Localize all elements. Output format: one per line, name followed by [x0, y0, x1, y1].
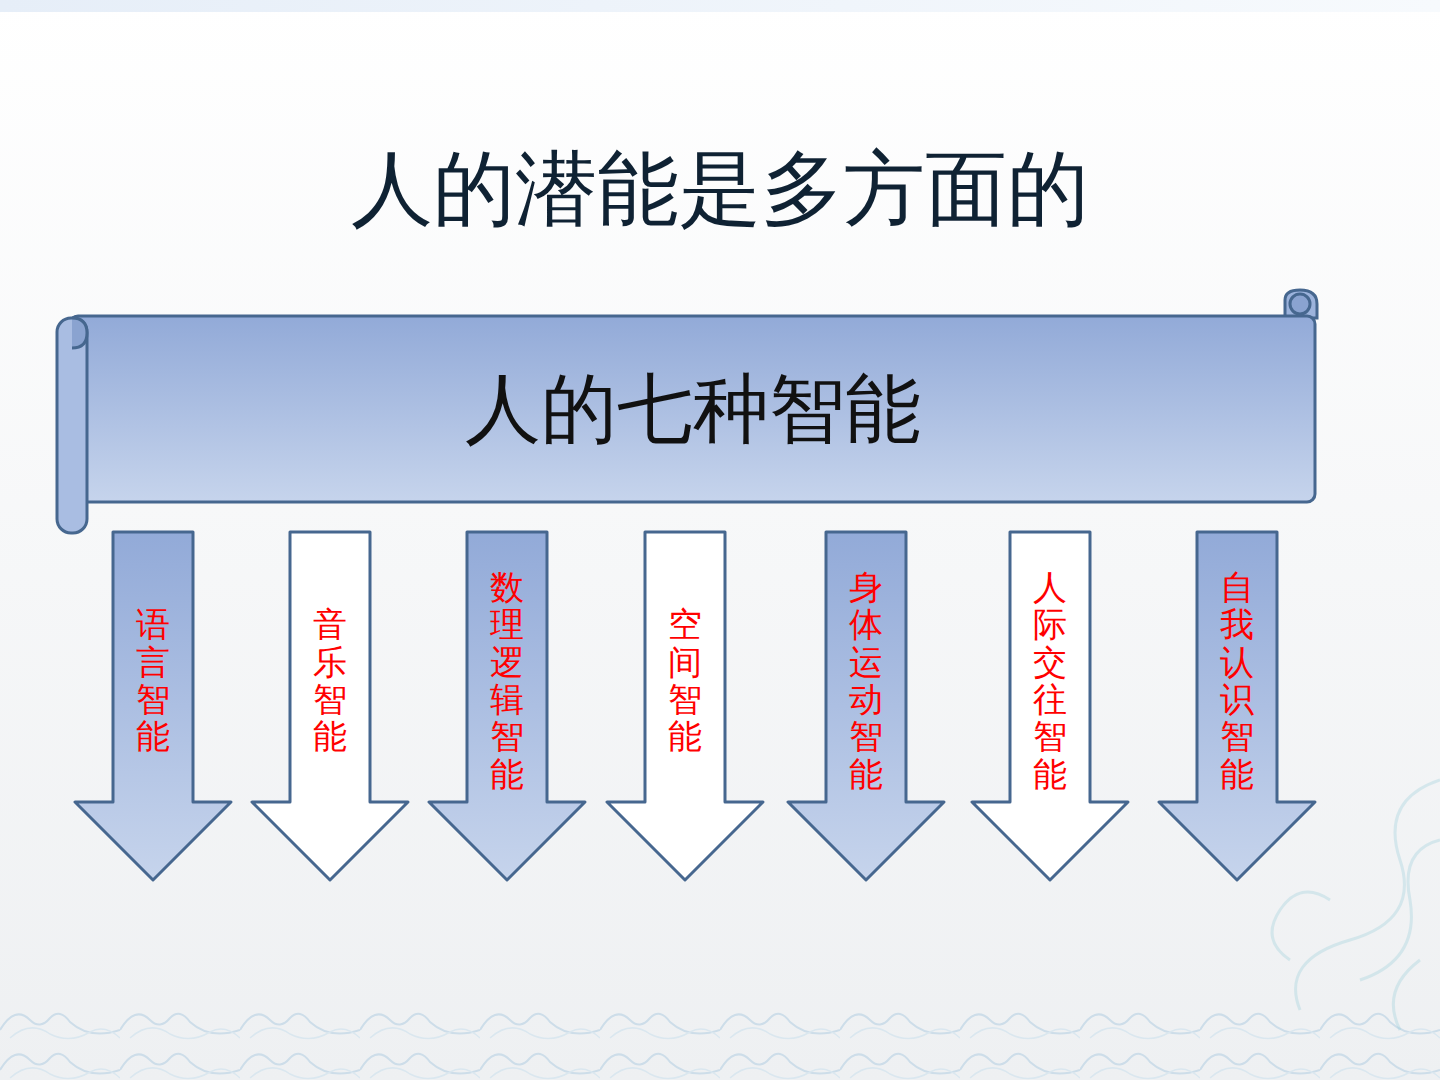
- down-arrow-box: 自我认识智能: [1157, 530, 1317, 882]
- intelligence-label: 语言智能: [136, 606, 170, 756]
- intelligence-label: 数理逻辑智能: [490, 569, 524, 793]
- intelligence-label: 人际交往智能: [1033, 569, 1067, 793]
- down-arrow-box: 语言智能: [73, 530, 233, 882]
- down-arrow-box: 音乐智能: [250, 530, 410, 882]
- banner-title: 人的七种智能: [70, 363, 1315, 454]
- slide-title: 人的潜能是多方面的: [0, 140, 1440, 238]
- scroll-banner: 人的七种智能: [55, 288, 1320, 538]
- down-arrow-box: 人际交往智能: [970, 530, 1130, 882]
- down-arrow-box: 身体运动智能: [786, 530, 946, 882]
- down-arrow-box: 空间智能: [605, 530, 765, 882]
- intelligence-label: 自我认识智能: [1220, 569, 1254, 793]
- intelligence-label: 身体运动智能: [849, 569, 883, 793]
- wave-border: [0, 1010, 1440, 1080]
- top-band: [0, 0, 1440, 12]
- intelligence-label: 空间智能: [668, 606, 702, 756]
- down-arrow-box: 数理逻辑智能: [427, 530, 587, 882]
- intelligence-label: 音乐智能: [313, 606, 347, 756]
